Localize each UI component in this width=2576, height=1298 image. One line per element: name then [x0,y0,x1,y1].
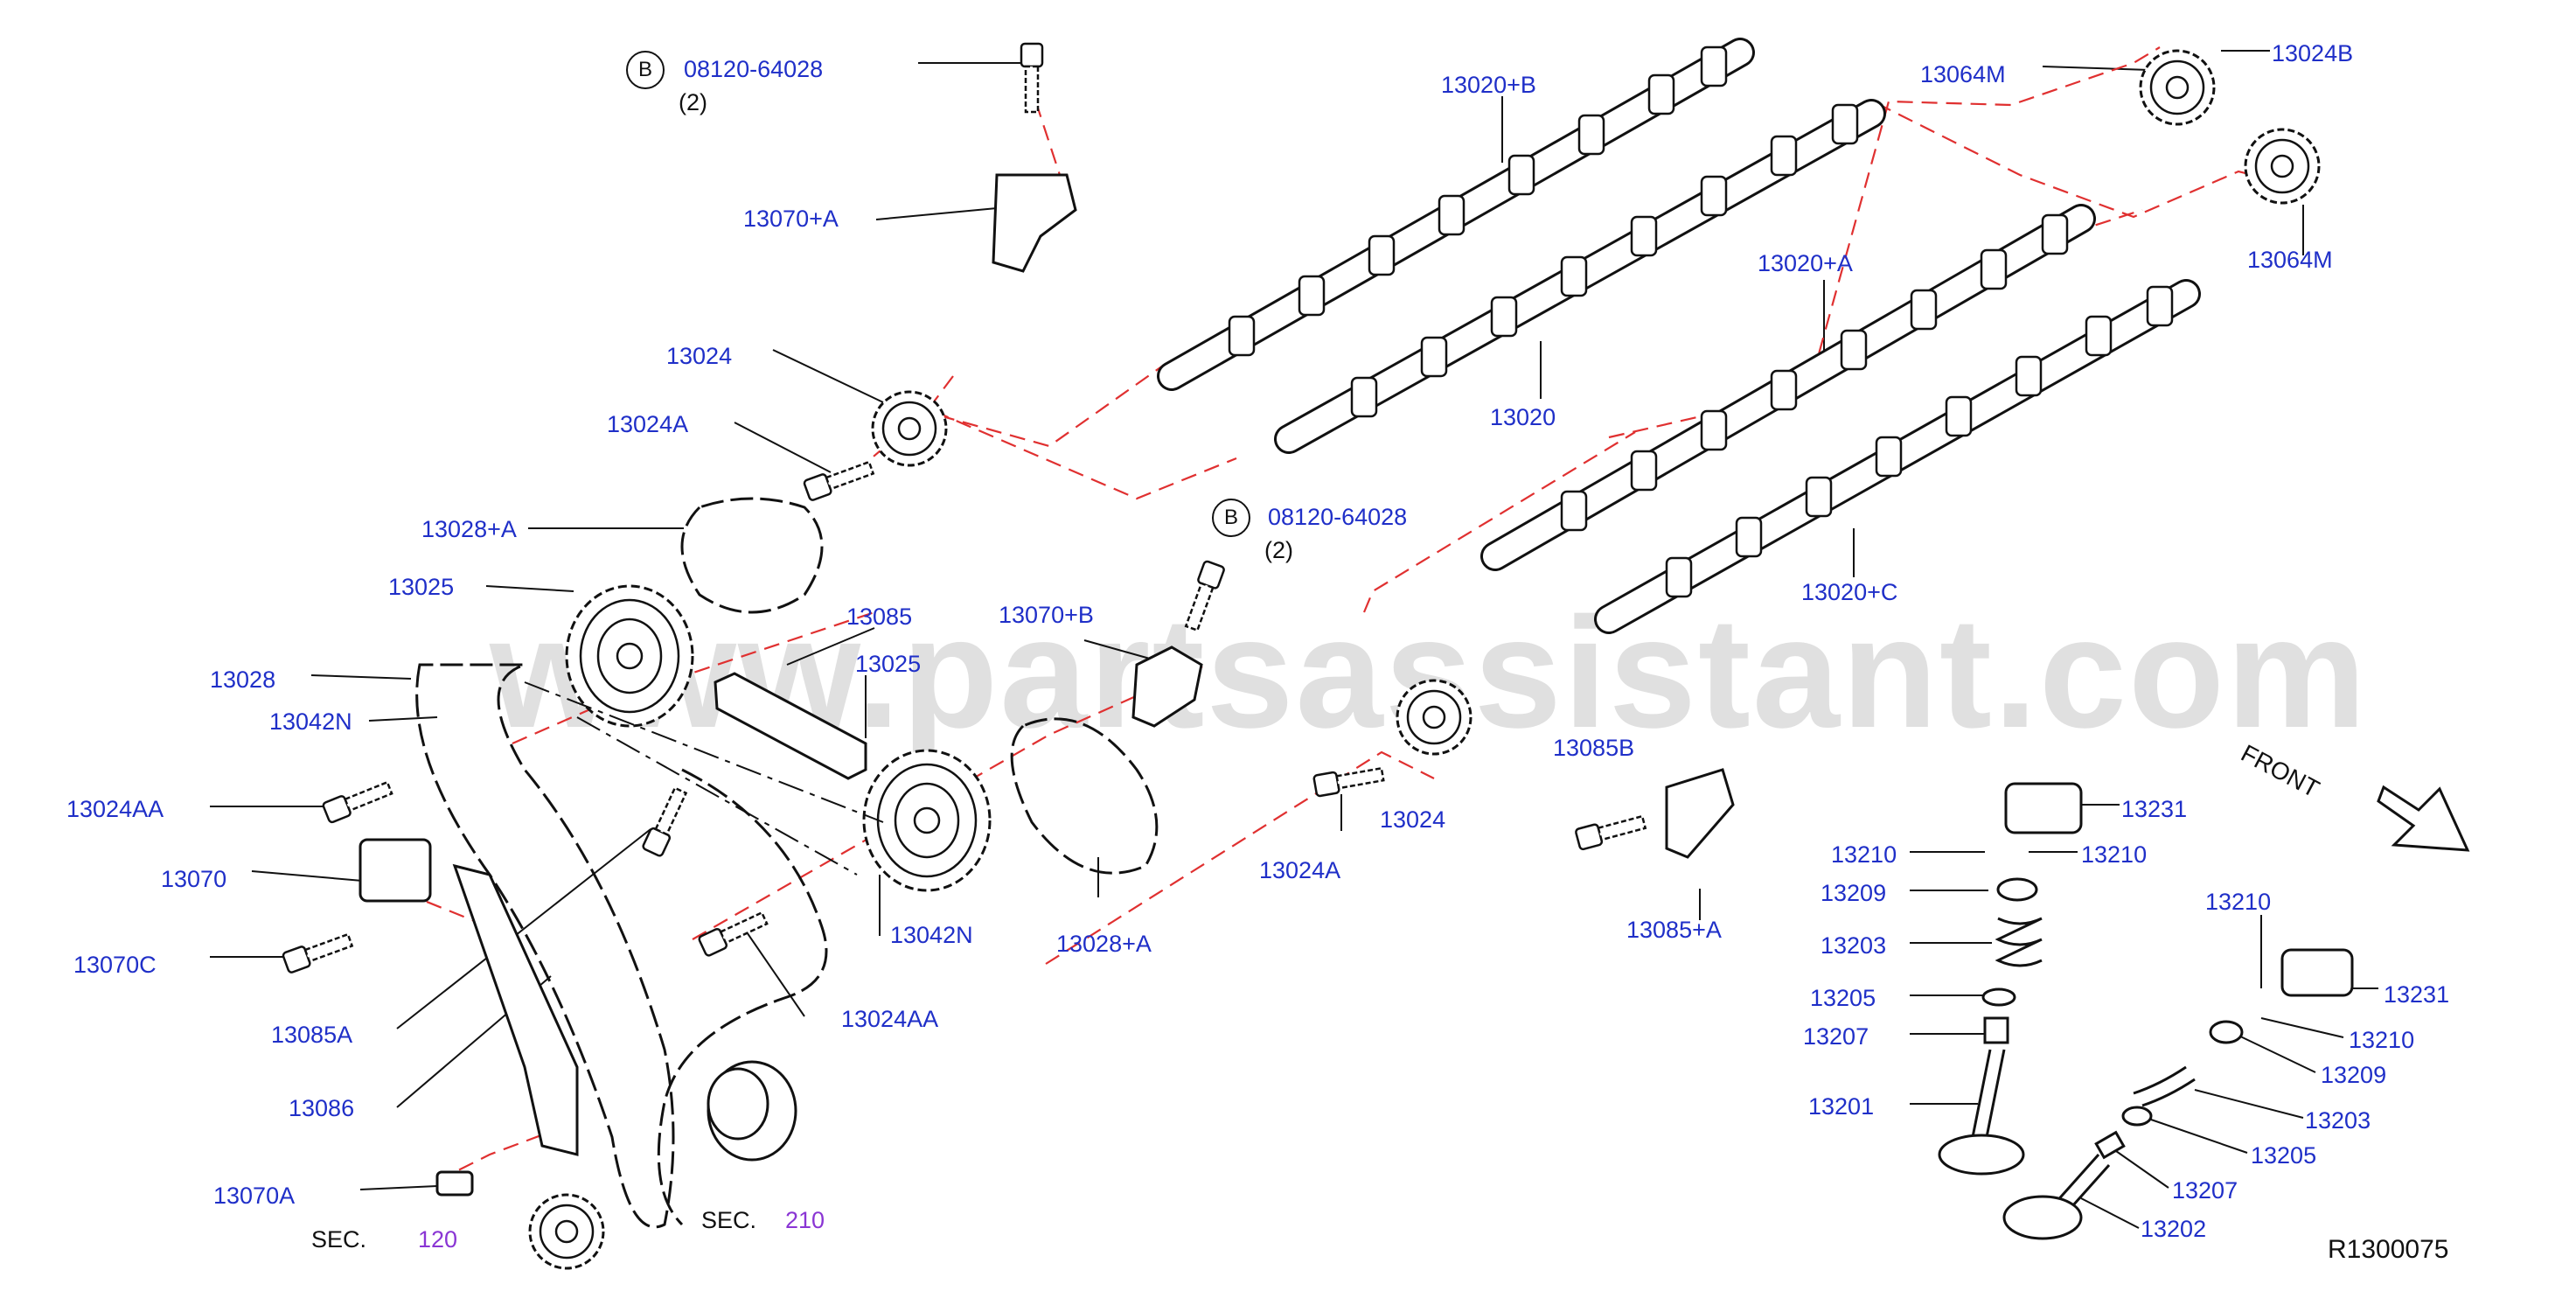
label-13205-lower: 13205 [2251,1142,2317,1169]
camshaft-13020-b [1157,38,1755,391]
diagram-id: R1300075 [2328,1235,2449,1264]
label-13085b: 13085B [1553,735,1635,761]
section-120-prefix: SEC. [311,1226,367,1253]
valve-assembly-right [1938,782,2083,1176]
label-13086: 13086 [289,1095,355,1121]
label-13025-lower: 13025 [855,651,922,677]
guide-13086 [452,863,579,1156]
label-13024a-lower: 13024A [1259,857,1341,883]
label-13210-left: 13210 [1831,841,1897,868]
tensioner-sec-210 [707,1060,797,1162]
camshaft-13020-a [1480,204,2096,571]
label-13202: 13202 [2141,1216,2207,1242]
label-13025-upper: 13025 [388,574,455,600]
bolt-ref-symbol-mid: B [1212,499,1250,537]
front-label: FRONT [2236,739,2324,803]
label-13070: 13070 [161,866,227,892]
label-13085: 13085 [846,604,913,630]
label-13210-lower-top: 13210 [2205,889,2272,915]
label-13207-upper: 13207 [1803,1023,1869,1050]
camshaft-13020 [1274,99,1886,454]
label-13020-b: 13020+B [1441,72,1536,98]
bolt-ref-part-upper: 08120-64028 [684,56,824,82]
label-13024a-upper: 13024A [607,411,689,437]
label-13209-lower: 13209 [2321,1062,2387,1088]
label-13064m-upper: 13064M [1920,61,2006,87]
bracket-13085-a [1665,768,1735,859]
label-13085-a: 13085+A [1626,917,1722,943]
tensioner-13070-a-upper [992,173,1077,273]
label-13231-lower: 13231 [2384,981,2450,1008]
label-13042n-lower: 13042N [890,922,973,948]
label-13085a: 13085A [271,1022,353,1048]
valve-assembly-lower [2002,948,2354,1240]
section-120-number: 120 [418,1226,458,1253]
label-13201: 13201 [1808,1093,1875,1120]
label-13231-upper: 13231 [2121,796,2188,822]
label-13209-upper: 13209 [1821,880,1887,906]
label-13070-a: 13070+A [743,206,839,232]
label-13028-a-lower: 13028+A [1056,931,1152,957]
tensioner-13070-b [1131,646,1203,728]
bolt-ref-symbol-upper: B [626,51,665,89]
label-13028-a-upper: 13028+A [421,516,517,542]
section-210-prefix: SEC. [701,1207,757,1233]
plug-13070a [435,1170,474,1197]
bolt-ref-qty-upper: (2) [679,89,707,115]
camshaft-13020-c [1594,279,2201,634]
label-13207-lower: 13207 [2172,1177,2238,1204]
label-13020-c: 13020+C [1801,579,1898,605]
label-13064m-lower: 13064M [2247,247,2333,273]
leader-lines [210,50,2378,1229]
label-13203-lower: 13203 [2305,1107,2371,1134]
guide-13085 [714,672,867,780]
front-arrow-icon [2377,785,2470,852]
label-13024-lower: 13024 [1380,806,1446,833]
bolt-ref-part-mid: 08120-64028 [1268,504,1408,530]
label-13210-right: 13210 [2081,841,2148,868]
label-13028: 13028 [210,666,276,693]
label-13070-b: 13070+B [999,602,1094,628]
section-210-number: 210 [785,1207,825,1233]
label-13024aa-mid: 13024AA [841,1006,939,1032]
label-13024-upper: 13024 [666,343,733,369]
label-13210-lower: 13210 [2349,1027,2415,1053]
label-13205-upper: 13205 [1810,985,1876,1011]
label-13024aa-left: 13024AA [66,796,164,822]
label-13020: 13020 [1490,404,1556,430]
label-13024b: 13024B [2272,40,2354,66]
label-13203-upper: 13203 [1821,932,1887,959]
label-13042n-left: 13042N [269,708,352,735]
label-13020-a: 13020+A [1758,250,1853,276]
label-13070c: 13070C [73,952,157,978]
bolt-ref-qty-mid: (2) [1264,537,1293,563]
tensioner-13070 [359,838,432,903]
label-13070a: 13070A [213,1183,296,1209]
